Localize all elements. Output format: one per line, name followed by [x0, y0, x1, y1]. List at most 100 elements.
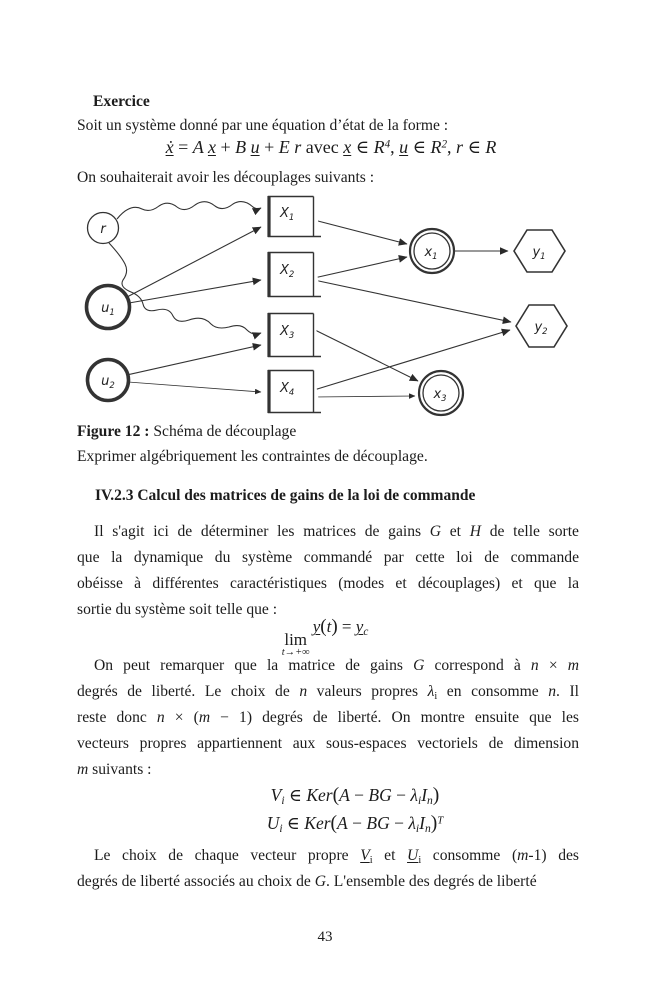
edge-r-to-X3	[108, 242, 262, 340]
edge-X4-to-x3	[313, 393, 416, 399]
setpoint-y: y	[355, 617, 364, 636]
text-line: vecteurs propres appartiennent aux sous-…	[77, 735, 579, 752]
x1-label: x1	[423, 245, 437, 262]
gain-H: H	[469, 523, 481, 540]
ref-r: r	[456, 137, 464, 157]
element-of: ∈	[351, 137, 374, 157]
text-run: de telle sorte	[480, 523, 579, 540]
var-n: n	[156, 709, 165, 726]
text-run: degrés de liberté associés au choix de	[77, 873, 315, 890]
X1-base: X	[279, 206, 290, 221]
y2-label: y2	[533, 320, 547, 337]
output-y: y	[312, 617, 321, 636]
text-line: sortie du système soit telle que :	[77, 601, 278, 618]
text-run: − 1) degrés de liberté. On montre ensuit…	[210, 709, 579, 726]
left-paren: (	[320, 616, 327, 637]
node-u1	[84, 283, 132, 331]
text-run: degrés de liberté. Le choix de	[77, 683, 300, 700]
text-run: et	[441, 523, 470, 540]
identity-I: I	[421, 785, 428, 805]
block-X4-label: X4	[279, 381, 294, 398]
u2-base: u	[101, 374, 109, 389]
block-X2-label: X2	[279, 263, 294, 280]
X2-base: X	[279, 263, 290, 278]
X1-sub: 1	[289, 213, 294, 223]
X3-sub: 3	[289, 331, 294, 341]
block-X3-box	[267, 312, 321, 358]
y2-base: y	[533, 320, 542, 335]
equals-sign: =	[337, 617, 356, 636]
gain-G: G	[413, 657, 425, 674]
block-X4: X4	[267, 369, 321, 414]
text-line: Il s'agit ici de déterminer les matrices…	[77, 519, 579, 545]
gain-G: G	[314, 873, 326, 890]
state-node-x1: x1	[408, 227, 456, 275]
minus-sign: −	[391, 785, 411, 805]
var-m: m	[198, 709, 211, 726]
edge-u2-to-X4	[127, 381, 262, 395]
state-x: x	[343, 137, 352, 157]
text-run: suivants :	[88, 761, 152, 778]
var-m: m	[77, 761, 89, 778]
sub-i: i	[415, 823, 420, 836]
text-line: reste donc n × (m − 1) degrés de liberté…	[77, 705, 579, 731]
block-X3-label: X3	[279, 324, 294, 341]
edge-u1-to-X1	[126, 226, 262, 298]
identity-I: I	[419, 813, 425, 833]
real-space: R	[485, 137, 497, 157]
figure-caption-text: Schéma de découplage	[149, 423, 297, 440]
state-x: x	[207, 137, 216, 157]
ker-operator: Ker	[304, 813, 331, 833]
lambda: λ	[408, 813, 416, 833]
y1-label: y1	[531, 245, 545, 262]
text-run: consomme (	[421, 847, 518, 864]
xdot-term: ẋ	[165, 137, 174, 157]
paragraph-1: Il s'agit ici de déterminer les matrices…	[77, 519, 579, 623]
left-paren: (	[330, 813, 338, 834]
sub-n: n	[427, 795, 433, 808]
transpose-T: T	[437, 814, 444, 827]
text-run: en consomme	[437, 683, 549, 700]
y1-base: y	[531, 245, 540, 260]
var-m: m	[517, 847, 529, 864]
input-u: u	[399, 137, 409, 157]
edge-u1-to-X2	[128, 277, 262, 304]
text-run: . L'ensemble des degrés de liberté	[325, 873, 537, 890]
text-run: × (	[164, 709, 199, 726]
x1-base: x	[423, 245, 432, 260]
node-u2	[85, 357, 131, 403]
sub-i: i	[417, 795, 422, 808]
minus-sign: −	[349, 785, 369, 805]
text-line: m suivants :	[77, 757, 579, 783]
y1-sub: 1	[540, 252, 545, 262]
edge-X2-to-x1	[313, 255, 408, 279]
text-run: reste donc	[77, 709, 157, 726]
gain-G: G	[429, 523, 442, 540]
left-paren: (	[332, 785, 340, 806]
element-of: ∈	[284, 785, 307, 805]
edge-X2-to-y2	[313, 279, 512, 325]
sub-i: i	[369, 854, 373, 866]
minus-sign: −	[389, 813, 409, 833]
node-r-label: r	[100, 222, 107, 237]
x3-label: x3	[432, 387, 446, 404]
kernel-equation-v: Vi ∈ Ker(A − BG − λiIn)	[0, 781, 650, 810]
block-X1-box	[267, 195, 321, 238]
plus-sign: +	[259, 137, 279, 157]
u1-sub: 1	[109, 308, 114, 318]
matrix-A: A	[192, 137, 204, 157]
edge-X3-to-x3	[314, 329, 419, 382]
sub-n: n	[424, 823, 431, 836]
minus-sign: −	[347, 813, 367, 833]
decoupling-diagram: r u1 u2 X1 X2 X3 X4	[84, 195, 568, 417]
text-run: et	[372, 847, 408, 864]
kernel-equation-u: Ui ∈ Ker(A − BG − λiIn)T	[0, 809, 650, 838]
paragraph-3: Le choix de chaque vecteur propre Vi et …	[77, 843, 579, 895]
matrix-E: E	[278, 137, 290, 157]
block-X2-box	[267, 251, 321, 298]
text-run: Il s'agit ici de déterminer les matrices…	[94, 523, 430, 540]
text-run: valeurs propres	[307, 683, 428, 700]
matrix-BG: BG	[368, 785, 392, 805]
sub-i: i	[279, 823, 283, 836]
